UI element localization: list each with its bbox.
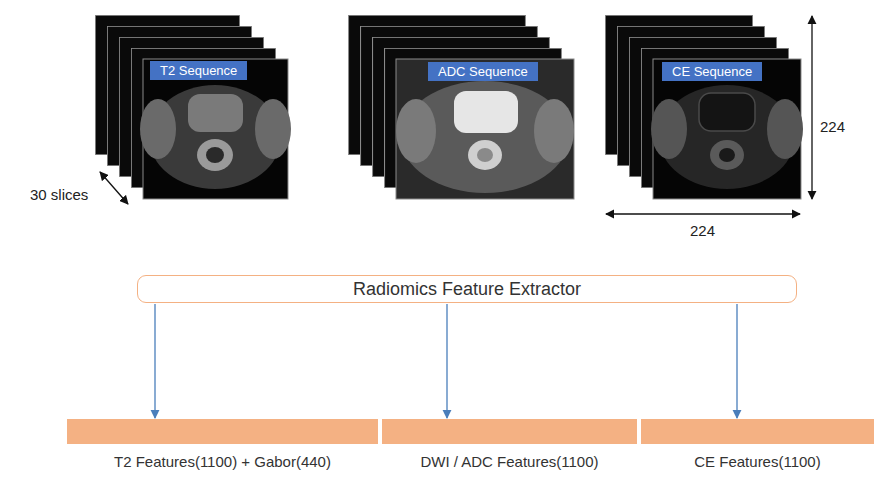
feature-bar: DWI / ADC Features(1100) [382,419,637,444]
sequence-label: CE Sequence [662,62,762,81]
flow-arrow [446,304,447,418]
feature-bar: T2 Features(1100) + Gabor(440) [67,419,378,444]
sequence-label: T2 Sequence [150,61,247,80]
node-text: CE Sequence [672,63,752,80]
node-text: CE Features(1100) [641,453,874,471]
flow-arrow [154,304,155,418]
dimension-label: 224 [690,222,715,240]
node-text: T2 Sequence [160,62,237,79]
sequence-label: ADC Sequence [428,62,538,81]
node-text: Radiomics Feature Extractor [148,278,786,300]
node-text: T2 Features(1100) + Gabor(440) [67,453,378,471]
dimension-label: 224 [820,118,845,136]
flow-arrow [736,304,737,418]
t2-stack [95,15,291,199]
slices-arrow [100,172,128,204]
width-arrow [606,213,800,214]
ce-stack [605,15,803,199]
height-arrow [811,16,812,199]
node-text: DWI / ADC Features(1100) [382,453,637,471]
extractor-box: Radiomics Feature Extractor [137,275,797,303]
dimension-label: 30 slices [30,186,88,204]
feature-bar: CE Features(1100) [641,419,874,444]
adc-stack [348,15,574,199]
node-text: ADC Sequence [438,63,528,80]
